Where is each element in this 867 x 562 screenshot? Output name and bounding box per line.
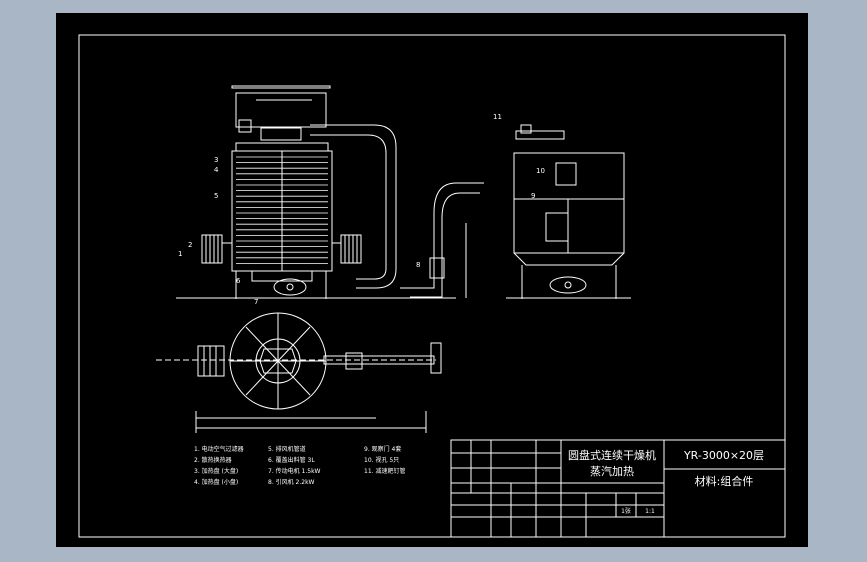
side-view xyxy=(506,124,631,299)
part-1: 1. 电动空气过滤器 xyxy=(194,445,244,453)
callout-9: 9 xyxy=(531,192,535,200)
callout-11: 11 xyxy=(493,113,502,121)
part-10: 10. 视孔 5只 xyxy=(364,456,399,464)
model-number: YR-3000×20层 xyxy=(683,449,764,462)
part-11: 11. 减速耙钉管 xyxy=(364,467,405,475)
induced-draft-fan xyxy=(429,257,445,279)
drive-motor xyxy=(273,278,307,296)
drawing-sheet: 1 2 3 4 5 6 7 8 9 10 11 1. 电动空气过滤器 2. 散热… xyxy=(56,13,808,547)
machine-name: 圆盘式连续干燥机 xyxy=(568,448,656,462)
cad-drawing: 1 2 3 4 5 6 7 8 9 10 11 1. 电动空气过滤器 2. 散热… xyxy=(78,34,786,538)
filter-unit-left xyxy=(201,234,223,264)
material: 材料:组合件 xyxy=(695,474,754,488)
part-9: 9. 观察门 4套 xyxy=(364,445,401,453)
part-6: 6. 覆盖出料管 3L xyxy=(268,456,315,464)
callout-5: 5 xyxy=(214,192,218,200)
callout-8: 8 xyxy=(416,261,420,269)
callouts: 1 2 3 4 5 6 7 8 9 10 11 xyxy=(178,113,545,306)
scale: 1:1 xyxy=(645,508,655,515)
drawing-frame xyxy=(78,34,786,538)
callout-6: 6 xyxy=(236,277,241,285)
part-2: 2. 散热换热器 xyxy=(194,456,232,464)
part-5: 5. 排风机管道 xyxy=(268,445,306,453)
callout-2: 2 xyxy=(188,241,192,249)
parts-list: 1. 电动空气过滤器 2. 散热换热器 3. 加热盘 (大盘) 4. 加热盘 (… xyxy=(194,445,405,486)
plan-filter xyxy=(197,345,225,377)
part-7: 7. 传动电机 1.5kW xyxy=(268,467,321,475)
heating-type: 蒸汽加热 xyxy=(590,464,634,478)
part-4: 4. 加热盘 (小盘) xyxy=(194,478,238,486)
callout-4: 4 xyxy=(214,166,219,174)
sight-glass xyxy=(555,162,577,186)
callout-7: 7 xyxy=(254,298,258,306)
filter-unit-right xyxy=(340,234,362,264)
callout-1: 1 xyxy=(178,250,182,258)
part-3: 3. 加热盘 (大盘) xyxy=(194,467,238,475)
sheet-count: 1张 xyxy=(621,507,631,515)
observation-door xyxy=(545,212,569,242)
callout-3: 3 xyxy=(214,156,218,164)
callout-10: 10 xyxy=(536,167,545,175)
plan-view xyxy=(156,312,442,433)
part-8: 8. 引风机 2.2kW xyxy=(268,478,315,486)
side-lower-body xyxy=(513,198,625,254)
front-view xyxy=(176,85,484,299)
title-block xyxy=(450,439,786,538)
